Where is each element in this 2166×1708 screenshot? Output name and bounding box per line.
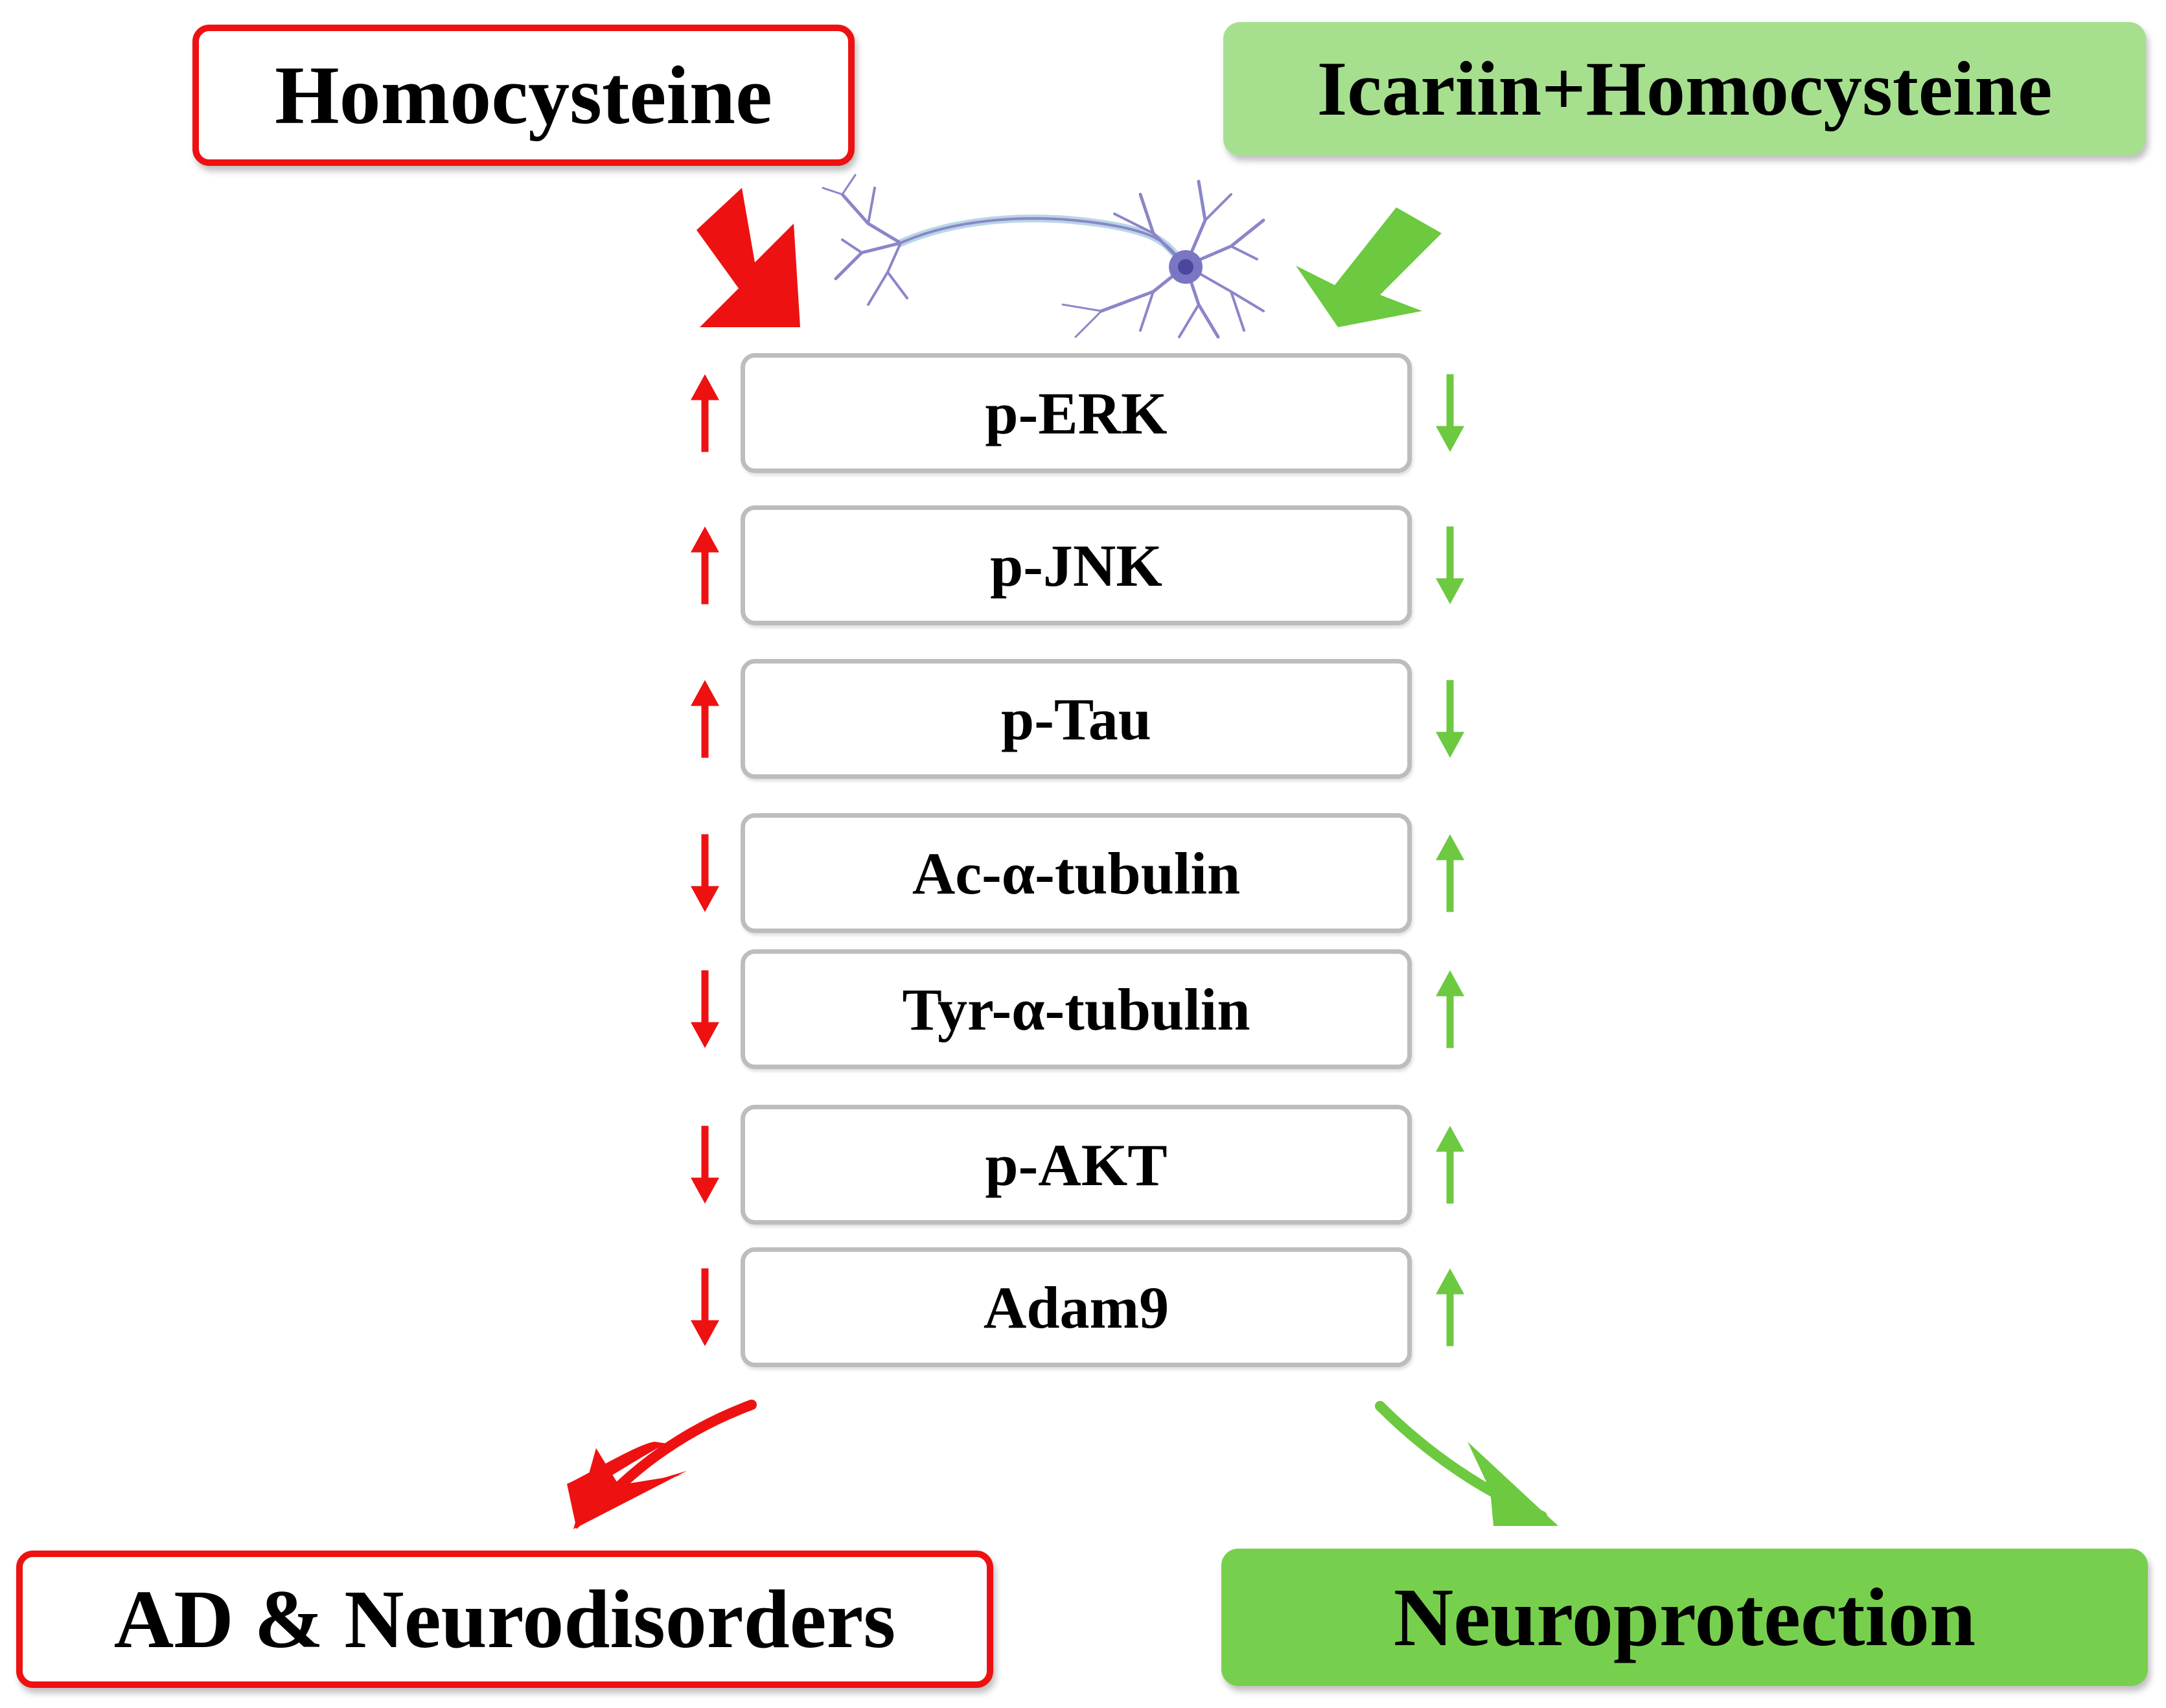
icariin-homocysteine-box: Icariin+Homocysteine — [1223, 22, 2146, 156]
up-arrow-icon — [1436, 970, 1464, 1048]
neuron-nucleus — [1178, 259, 1193, 275]
red-down-right-arrow-icon — [697, 188, 800, 327]
marker-box-tyr-tubulin: Tyr-α-tubulin — [741, 949, 1412, 1069]
up-arrow-icon — [1436, 834, 1464, 912]
neuroprotection-box: Neuroprotection — [1221, 1549, 2148, 1686]
marker-box-p-akt: p-AKT — [741, 1105, 1412, 1225]
marker-box-adam9: Adam9 — [741, 1247, 1412, 1367]
green-outcome-arrowhead — [1468, 1442, 1558, 1526]
homocysteine-label: Homocysteine — [275, 49, 772, 141]
green-down-left-arrow-icon — [1296, 207, 1442, 327]
down-arrow-icon — [691, 970, 719, 1048]
ad-neurodisorders-label: AD & Neurodisorders — [113, 1573, 896, 1665]
up-arrow-icon — [691, 526, 719, 605]
down-arrow-icon — [691, 834, 719, 912]
marker-label: p-AKT — [985, 1131, 1168, 1198]
marker-label: Ac-α-tubulin — [912, 840, 1241, 906]
neuroprotection-label: Neuroprotection — [1393, 1571, 1976, 1663]
marker-box-p-jnk: p-JNK — [741, 505, 1412, 625]
up-arrow-icon — [1436, 1125, 1464, 1204]
marker-label: Adam9 — [983, 1274, 1169, 1341]
icariin-homocysteine-label: Icariin+Homocysteine — [1317, 45, 2053, 132]
ad-neurodisorders-box: AD & Neurodisorders — [16, 1551, 993, 1688]
down-arrow-icon — [691, 1125, 719, 1204]
marker-label: Tyr-α-tubulin — [902, 976, 1250, 1043]
red-outcome-arrowhead — [573, 1448, 687, 1529]
up-arrow-icon — [691, 680, 719, 758]
marker-box-ac-tubulin: Ac-α-tubulin — [741, 813, 1412, 933]
marker-box-p-tau: p-Tau — [741, 659, 1412, 779]
marker-label: p-JNK — [990, 532, 1162, 599]
neuron-icon — [822, 174, 1265, 339]
homocysteine-box: Homocysteine — [192, 25, 855, 166]
marker-label: p-Tau — [1001, 686, 1151, 752]
up-arrow-icon — [691, 374, 719, 452]
marker-label: p-ERK — [985, 380, 1168, 446]
marker-box-p-erk: p-ERK — [741, 353, 1412, 473]
down-arrow-icon — [1436, 680, 1464, 758]
down-arrow-icon — [1436, 526, 1464, 605]
down-arrow-icon — [691, 1268, 719, 1346]
down-arrow-icon — [1436, 374, 1464, 452]
up-arrow-icon — [1436, 1268, 1464, 1346]
